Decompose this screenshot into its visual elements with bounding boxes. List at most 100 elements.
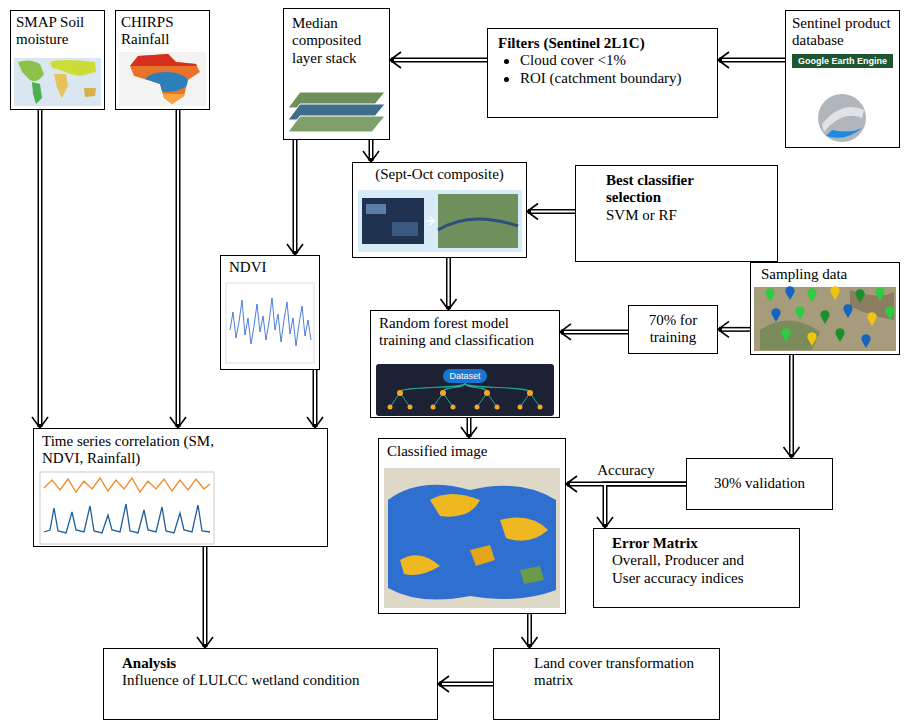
rainfall-map <box>119 52 206 106</box>
ndvi-chart <box>226 283 314 363</box>
arrow-head-group <box>461 427 477 438</box>
box-label: SVM or RF <box>606 207 767 224</box>
double-arrow-core <box>531 211 575 213</box>
arrow-head-group <box>438 676 449 692</box>
box-label: Time series correlation (SM, NDVI, Rainf… <box>42 433 227 468</box>
double-arrow-core <box>177 110 179 424</box>
arrow-head-group <box>718 321 729 337</box>
double-arrow <box>467 418 472 437</box>
classified-map <box>500 518 548 541</box>
arrow-head <box>566 476 577 492</box>
box-label: 70% for training <box>633 312 713 347</box>
result-box: AnalysisInfluence of LULCC wetland condi… <box>103 648 438 720</box>
analysis-box: Time series correlation (SM, NDVI, Rainf… <box>33 428 328 547</box>
random-forest-illustration <box>376 364 554 416</box>
double-arrow <box>719 58 785 63</box>
database-box: Sentinel product databaseGoogle Earth En… <box>785 10 900 148</box>
box-label: Overall, Producer and User accuracy indi… <box>612 552 769 587</box>
arrow-head <box>170 417 186 428</box>
double-arrow-core <box>204 547 206 644</box>
double-arrow-core <box>722 59 785 61</box>
arrow-head <box>438 676 449 692</box>
composite-image <box>438 219 518 230</box>
split-box: 70% for training <box>628 305 718 354</box>
composite-image <box>358 190 522 252</box>
arrow-head <box>390 52 401 68</box>
sampling-map <box>807 332 816 346</box>
box-label: NDVI <box>229 259 311 276</box>
random-forest-illustration <box>440 390 446 396</box>
classified-map <box>388 485 556 600</box>
time-series-chart <box>40 472 214 544</box>
arrow-head-group <box>597 517 613 528</box>
soil-moisture-map <box>54 74 68 98</box>
arrow-heads <box>32 52 800 692</box>
double-arrow-core <box>529 614 531 644</box>
soil-moisture-map <box>84 88 96 97</box>
arrow-head-group <box>522 637 538 648</box>
double-arrow <box>176 110 181 427</box>
arrow-head <box>784 447 800 458</box>
soil-moisture-map <box>14 58 101 106</box>
rainfall-map <box>119 52 206 106</box>
arrow-head <box>287 244 303 255</box>
sampling-map <box>781 328 790 342</box>
connector-cores <box>40 60 792 684</box>
sampling-map <box>760 320 820 350</box>
bullet-item: ROI (catchment boundary) <box>498 70 707 87</box>
arrow-head-group <box>566 476 577 492</box>
arrow-head <box>307 417 323 428</box>
arrow-head <box>363 151 379 162</box>
random-forest-illustration <box>376 364 554 416</box>
sampling-map <box>867 312 876 326</box>
arrow-head-group <box>307 417 323 428</box>
sampling-map <box>765 288 774 302</box>
sampling-map <box>754 287 896 351</box>
double-arrow-core <box>791 355 793 454</box>
process-box: Best classifier selectionSVM or RF <box>575 165 778 262</box>
box-label: Random forest model training and classif… <box>379 315 551 350</box>
earth-engine-logo <box>826 128 862 138</box>
layer-stack-image <box>288 92 385 132</box>
double-arrow <box>391 58 487 63</box>
earth-engine-logo <box>818 94 866 142</box>
random-forest-illustration <box>527 390 533 396</box>
arrow-head-group <box>718 52 729 68</box>
classified-map <box>384 468 560 608</box>
arrow-head-group <box>441 299 457 310</box>
process-box: Random forest model training and classif… <box>370 310 560 418</box>
composite-image <box>362 198 424 244</box>
box-label: Classified image <box>387 443 557 460</box>
filter-box: Filters (Sentinel 2L1C)Cloud cover <1%RO… <box>487 28 718 118</box>
output-box: Classified image <box>378 438 566 614</box>
box-label: Median composited layer stack <box>292 15 381 67</box>
random-forest-illustration <box>400 383 530 392</box>
double-arrow <box>293 140 298 254</box>
double-arrow <box>527 614 532 647</box>
arrow-head <box>461 427 477 438</box>
process-box: Median composited layer stack <box>283 8 390 140</box>
layer-stack-image <box>288 116 385 132</box>
time-series-chart <box>40 472 214 544</box>
rainfall-map <box>119 52 206 106</box>
composite-image <box>358 190 522 252</box>
double-arrow <box>789 355 794 457</box>
double-arrow-core <box>442 683 493 685</box>
edge-label: Accuracy <box>595 462 656 479</box>
rainfall-map <box>119 94 206 106</box>
box-label: (Sept-Oct composite) <box>359 166 520 183</box>
illustration-label: Dataset <box>379 369 551 383</box>
sampling-map <box>835 328 844 342</box>
rainfall-map <box>119 52 206 66</box>
sampling-map <box>785 286 794 300</box>
box-heading: Filters (Sentinel 2L1C) <box>498 35 707 52</box>
random-forest-illustration <box>431 405 436 410</box>
box-label: 30% validation <box>693 475 826 492</box>
random-forest-illustration <box>451 405 456 410</box>
soil-moisture-map <box>50 60 96 76</box>
process-box: (Sept-Oct composite) <box>352 162 527 258</box>
box-label: CHIRPS Rainfall <box>121 14 204 49</box>
sampling-map <box>807 288 816 302</box>
arrow-head-group <box>527 204 538 220</box>
classified-map <box>520 566 544 584</box>
